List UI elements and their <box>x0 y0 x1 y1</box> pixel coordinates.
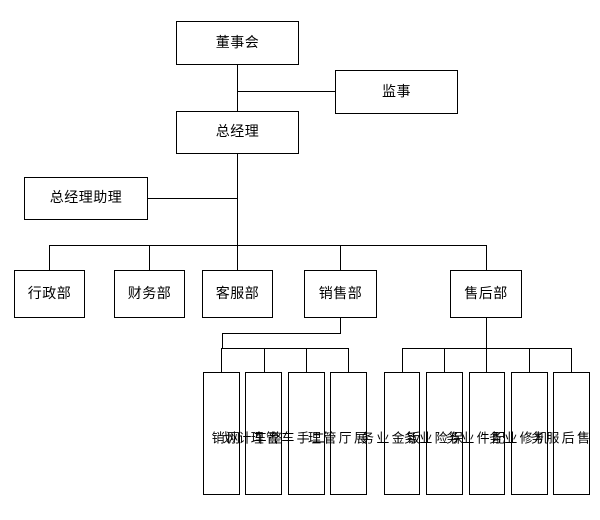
connector-board-stem <box>237 64 238 112</box>
connector-drop-customer-service <box>237 245 238 270</box>
node-general-manager-label: 总经理 <box>215 124 260 141</box>
node-sales-unit-showroom-management-label: 展 厅 管 理 <box>305 430 366 447</box>
node-department-customer-service-label: 客服部 <box>215 285 260 302</box>
node-department-aftersales-label: 售后部 <box>464 285 508 302</box>
connector-aftersales-stem <box>486 317 487 348</box>
node-board-of-directors-label: 董事会 <box>215 34 260 51</box>
connector-drop-sales-unit-2 <box>264 348 265 372</box>
node-department-finance[interactable]: 财务部 <box>114 270 185 318</box>
node-sales-unit-vehicle-planning[interactable]: 整 车 计 划 <box>220 372 282 495</box>
connector-sales-bus-right <box>306 348 349 349</box>
node-gm-assistant-label: 总经理助理 <box>49 190 123 207</box>
node-supervisor[interactable]: 监事 <box>335 70 458 114</box>
connector-drop-sales-unit-3 <box>306 348 307 372</box>
node-sales-unit-used-car-management[interactable]: 二 手 车 管 理 <box>248 372 325 495</box>
connector-drop-aftersales-unit-3 <box>486 348 487 372</box>
node-aftersales-unit-bodywork-label: 钣 金 业 务 <box>358 430 419 447</box>
node-supervisor-label: 监事 <box>382 83 411 100</box>
connector-drop-sales-unit-4 <box>348 348 349 372</box>
node-aftersales-unit-service[interactable]: 售 后 服 务 <box>528 372 590 495</box>
connector-sales-jog <box>222 333 341 334</box>
node-aftersales-unit-mechanical-repair[interactable]: 机 修 业 务 <box>486 372 548 495</box>
node-general-manager[interactable]: 总经理 <box>176 111 299 154</box>
node-sales-unit-used-car-management-label: 二 手 车 管 理 <box>247 430 324 447</box>
connector-drop-aftersales-unit-4 <box>529 348 530 372</box>
connector-drop-sales <box>340 245 341 270</box>
node-aftersales-unit-service-label: 售 后 服 务 <box>528 430 589 447</box>
connector-gm-to-assistant <box>147 198 237 199</box>
node-department-sales[interactable]: 销售部 <box>304 270 377 318</box>
node-aftersales-unit-parts[interactable]: 配 件 业 务 <box>443 372 505 495</box>
node-aftersales-unit-mechanical-repair-label: 机 修 业 务 <box>486 430 547 447</box>
connector-sales-stem-down <box>222 333 223 348</box>
connector-drop-sales-unit-1 <box>221 348 222 372</box>
connector-drop-admin <box>49 245 50 270</box>
connector-drop-aftersales-unit-2 <box>444 348 445 372</box>
connector-sales-stem <box>340 317 341 333</box>
connector-drop-aftersales-unit-5 <box>571 348 572 372</box>
connector-department-bus <box>49 245 486 246</box>
connector-drop-aftersales <box>486 245 487 270</box>
connector-sales-bus <box>221 348 311 349</box>
connector-drop-finance <box>149 245 150 270</box>
connector-gm-stem <box>237 153 238 245</box>
node-department-admin[interactable]: 行政部 <box>14 270 85 318</box>
node-department-admin-label: 行政部 <box>27 285 72 302</box>
node-aftersales-unit-insurance[interactable]: 保 险 业 务 <box>401 372 463 495</box>
node-sales-unit-vehicle-planning-label: 整 车 计 划 <box>220 430 281 447</box>
node-aftersales-unit-parts-label: 配 件 业 务 <box>443 430 504 447</box>
node-sales-unit-online-sales-label: 网 销 <box>208 430 239 447</box>
connector-board-to-supervisor <box>237 91 335 92</box>
node-gm-assistant[interactable]: 总经理助理 <box>24 177 148 220</box>
node-department-aftersales[interactable]: 售后部 <box>450 270 522 318</box>
node-department-finance-label: 财务部 <box>127 285 172 302</box>
node-sales-unit-showroom-management[interactable]: 展 厅 管 理 <box>305 372 367 495</box>
node-department-customer-service[interactable]: 客服部 <box>202 270 273 318</box>
node-department-sales-label: 销售部 <box>318 285 363 302</box>
connector-drop-aftersales-unit-1 <box>402 348 403 372</box>
node-sales-unit-online-sales[interactable]: 网 销 <box>203 372 240 495</box>
node-board-of-directors[interactable]: 董事会 <box>176 21 299 65</box>
node-aftersales-unit-insurance-label: 保 险 业 务 <box>401 430 462 447</box>
node-aftersales-unit-bodywork[interactable]: 钣 金 业 务 <box>358 372 420 495</box>
